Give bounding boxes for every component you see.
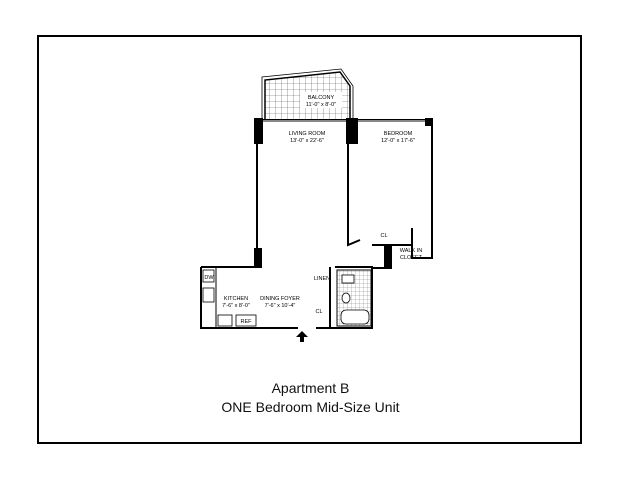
walk-in-closet-label-1: WALK IN — [400, 248, 422, 254]
foyer-closet-label: CL — [315, 309, 322, 315]
caption-subtitle: ONE Bedroom Mid-Size Unit — [221, 399, 400, 415]
bathtub — [340, 309, 370, 325]
bedroom-closet-label: CL — [380, 233, 387, 239]
balcony-label: BALCONY — [308, 95, 335, 101]
dishwasher — [202, 269, 215, 283]
dining-foyer-size: 7'-6" x 10'-4" — [265, 303, 296, 309]
dining-foyer-label: DINING FOYER — [260, 296, 300, 302]
dishwasher-label: DW — [204, 275, 214, 281]
bedroom-label: BEDROOM — [384, 131, 413, 137]
balcony-size: 11'-0" x 8'-0" — [306, 102, 336, 108]
refrigerator-label: REF — [241, 319, 253, 325]
linen-label: LINEN — [314, 276, 330, 282]
kitchen-sink — [202, 287, 215, 303]
plan-border — [37, 35, 582, 444]
kitchen-size: 7'-6" x 8'-0" — [222, 303, 250, 309]
kitchen-label: KITCHEN — [224, 296, 248, 302]
caption-title: Apartment B — [271, 380, 350, 396]
balcony: BALCONY 11'-0" x 8'-0" — [261, 68, 354, 121]
entry-arrow-icon — [296, 331, 308, 342]
refrigerator — [235, 314, 257, 327]
stove — [217, 314, 233, 327]
toilet — [341, 274, 355, 284]
columns — [254, 118, 433, 269]
sink — [341, 292, 351, 304]
bedroom-size: 12'-0" x 17'-6" — [381, 138, 415, 144]
living-room-size: 13'-0" x 22'-6" — [290, 138, 324, 144]
walk-in-closet-label-2: CLOSET — [400, 255, 423, 261]
living-room-label: LIVING ROOM — [289, 131, 326, 137]
